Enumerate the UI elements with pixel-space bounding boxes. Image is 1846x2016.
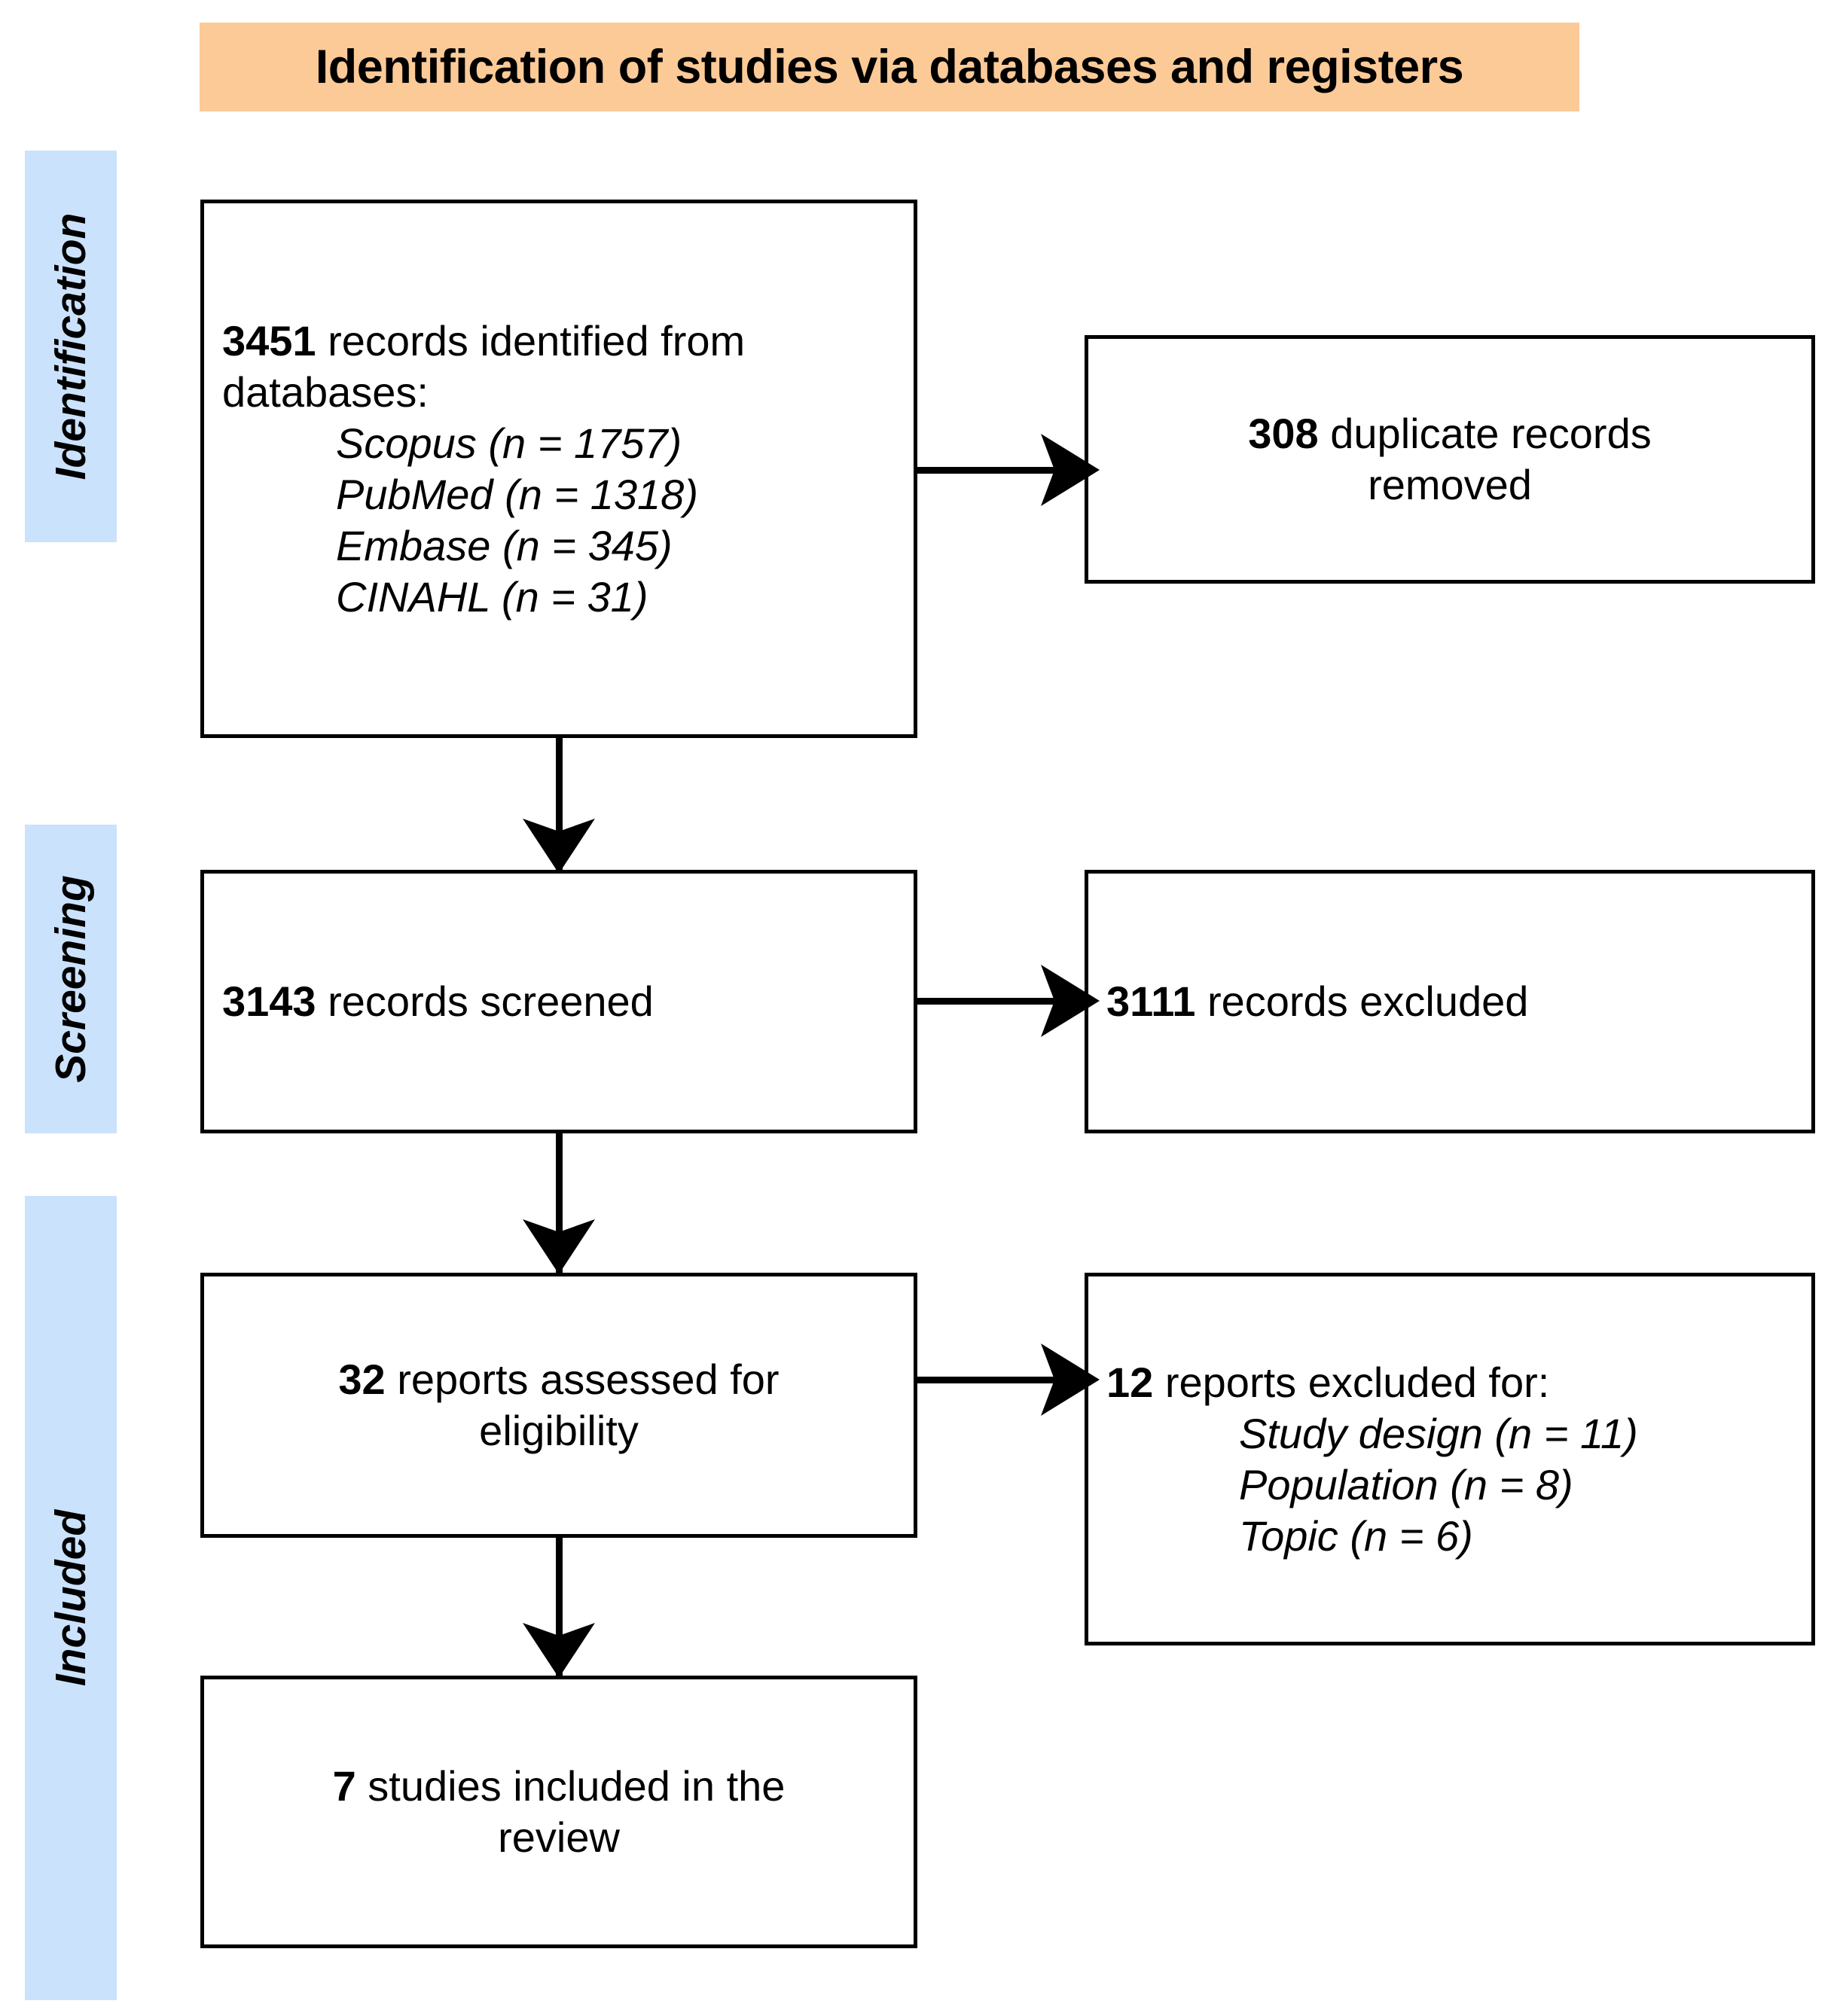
excluded-text: records excluded: [1195, 977, 1529, 1025]
box-records-identified: 3451 records identified from databases: …: [200, 200, 917, 738]
arrow-head-down-icon: [523, 1219, 595, 1274]
eligibility-line1: 32 reports assessed for: [204, 1354, 914, 1405]
included-line1: 7 studies included in the: [204, 1761, 914, 1812]
records-identified-count: 3451: [222, 316, 316, 364]
stage-rail-included: Included: [25, 1196, 117, 2000]
screened-line: 3143 records screened: [204, 976, 914, 1027]
records-identified-text: records identified from databases:: [222, 316, 746, 416]
stage-label-screening: Screening: [47, 875, 95, 1083]
duplicates-text: duplicate records: [1318, 409, 1652, 457]
records-identified-headline: 3451 records identified from databases:: [204, 316, 914, 419]
arrow-shaft: [556, 738, 563, 872]
source-embase: Embase (n = 345): [336, 521, 673, 569]
excluded-line: 3111 records excluded: [1088, 976, 1811, 1027]
stage-label-identification: Identification: [47, 212, 95, 480]
reports-excluded-count: 12: [1106, 1358, 1154, 1406]
source-pubmed: PubMed (n = 1318): [336, 471, 698, 519]
duplicates-count: 308: [1248, 409, 1319, 457]
duplicates-line2: removed: [1368, 461, 1532, 508]
box-reports-assessed-eligibility: 32 reports assessed for eligibility: [200, 1273, 917, 1538]
arrow-shaft: [556, 1538, 563, 1679]
arrow-shaft: [556, 1133, 563, 1275]
included-count: 7: [332, 1761, 356, 1810]
eligibility-line2: eligibility: [479, 1407, 639, 1454]
reason-study-design: Study design (n = 11): [1239, 1410, 1638, 1458]
arrow-head-right-icon: [1041, 965, 1100, 1037]
box-reports-excluded-for: 12 reports excluded for: Study design (n…: [1085, 1273, 1815, 1645]
diagram-title: Identification of studies via databases …: [315, 41, 1464, 93]
stage-rail-identification: Identification: [25, 151, 117, 542]
box-records-excluded: 3111 records excluded: [1085, 870, 1815, 1133]
arrow-shaft: [917, 998, 1068, 1005]
arrow-shaft: [917, 467, 1068, 474]
reason-population: Population (n = 8): [1239, 1460, 1573, 1508]
duplicates-line1: 308 duplicate records: [1088, 408, 1811, 459]
eligibility-count: 32: [338, 1355, 386, 1403]
screened-text: records screened: [316, 977, 654, 1025]
included-text: studies included in the: [355, 1761, 786, 1810]
diagram-header-banner: Identification of studies via databases …: [200, 23, 1579, 111]
arrow-head-right-icon: [1041, 434, 1100, 506]
reason-topic: Topic (n = 6): [1239, 1511, 1473, 1560]
arrow-shaft: [917, 1377, 1068, 1383]
arrow-head-down-icon: [523, 819, 595, 874]
stage-label-included: Included: [47, 1509, 95, 1687]
source-cinahl: CINAHL (n = 31): [336, 572, 648, 621]
screened-count: 3143: [222, 977, 316, 1025]
included-line2: review: [498, 1813, 620, 1861]
source-scopus: Scopus (n = 1757): [336, 419, 682, 468]
reports-excluded-text: reports excluded for:: [1153, 1358, 1550, 1406]
stage-rail-screening: Screening: [25, 825, 117, 1133]
box-duplicate-records-removed: 308 duplicate records removed: [1085, 335, 1815, 584]
arrow-head-down-icon: [523, 1623, 595, 1678]
box-studies-included: 7 studies included in the review: [200, 1676, 917, 1948]
reports-excluded-headline: 12 reports excluded for:: [1088, 1357, 1811, 1408]
arrow-head-right-icon: [1041, 1343, 1100, 1416]
eligibility-text: reports assessed for: [385, 1355, 780, 1403]
excluded-count: 3111: [1106, 977, 1196, 1025]
box-records-screened: 3143 records screened: [200, 870, 917, 1133]
